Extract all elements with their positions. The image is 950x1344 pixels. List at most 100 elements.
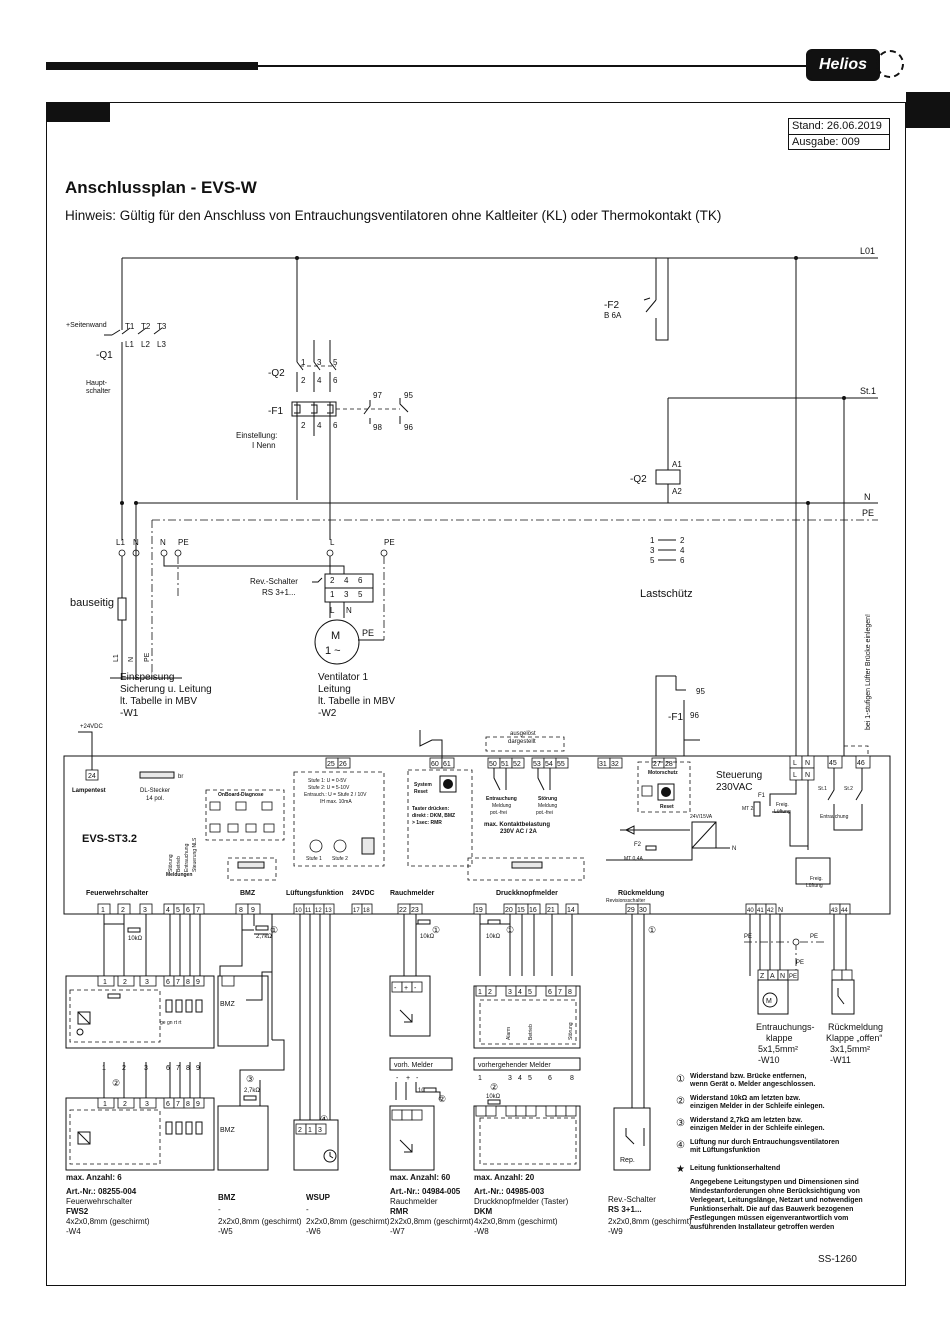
- svg-text:5: 5: [358, 590, 363, 599]
- svg-text:PE: PE: [744, 934, 752, 940]
- svg-text:RMR: RMR: [390, 1207, 408, 1216]
- f2-rating: B 6A: [604, 311, 622, 320]
- rail-n-label: N: [864, 492, 871, 502]
- svg-text:L: L: [330, 606, 335, 615]
- svg-text:max. Anzahl: 60: max. Anzahl: 60: [390, 1173, 451, 1182]
- svg-text:max. Anzahl: 20: max. Anzahl: 20: [474, 1173, 535, 1182]
- svg-text:96: 96: [404, 423, 413, 432]
- svg-text:BMZ: BMZ: [240, 890, 256, 897]
- svg-text:24: 24: [88, 773, 96, 780]
- bmz-device: BMZ BMZ ③ 2,7kΩ: [217, 971, 285, 1171]
- svg-text:Art.-Nr.: 04985-003: Art.-Nr.: 04985-003: [474, 1187, 545, 1196]
- svg-text:ge gn rt rt: ge gn rt rt: [160, 1020, 182, 1026]
- svg-text:Alarm: Alarm: [506, 1027, 512, 1040]
- svg-text:10kΩ: 10kΩ: [486, 1094, 501, 1100]
- bauseitig: bauseitig: [70, 597, 114, 609]
- svg-text:Stufe 2: U = 5-10V: Stufe 2: U = 5-10V: [308, 785, 350, 791]
- svg-text:1: 1: [650, 536, 655, 545]
- svg-text:2: 2: [680, 536, 685, 545]
- svg-text:①: ①: [270, 925, 278, 935]
- svg-text:1: 1: [103, 1101, 107, 1108]
- svg-text:25: 25: [327, 761, 335, 768]
- q2-coil: A1 A2 -Q2: [630, 398, 682, 503]
- svg-text:dargestellt: dargestellt: [508, 739, 536, 745]
- svg-text:Meldung: Meldung: [538, 803, 557, 809]
- svg-text:9: 9: [251, 907, 255, 914]
- svg-text:N: N: [805, 772, 810, 779]
- svg-text:4x2x0,8mm (geschirmt): 4x2x0,8mm (geschirmt): [474, 1217, 558, 1226]
- svg-text:PE: PE: [178, 538, 189, 547]
- svg-text:-W4: -W4: [66, 1227, 81, 1236]
- svg-text:46: 46: [857, 760, 865, 767]
- svg-text:-W6: -W6: [306, 1227, 321, 1236]
- svg-text:230VAC: 230VAC: [716, 782, 753, 793]
- svg-text:10kΩ: 10kΩ: [128, 936, 143, 942]
- svg-text:1: 1: [103, 979, 107, 986]
- f1-overload: -F1 2 4 6 97 95 98 96 Einstellung: I Nen…: [236, 391, 413, 540]
- side-tab: [906, 92, 950, 128]
- svg-text:Lüftung: Lüftung: [774, 809, 791, 815]
- svg-text:44: 44: [841, 908, 848, 914]
- svg-text:N: N: [778, 907, 783, 914]
- svg-text:Reset: Reset: [414, 789, 428, 795]
- svg-text:-W5: -W5: [218, 1227, 233, 1236]
- svg-text:1: 1: [102, 1065, 106, 1072]
- svg-text:-: -: [306, 1205, 309, 1214]
- svg-text:Rauchmelder: Rauchmelder: [390, 890, 435, 897]
- svg-text:System: System: [414, 782, 432, 788]
- svg-text:10kΩ: 10kΩ: [420, 934, 435, 940]
- svg-text:51: 51: [501, 761, 509, 768]
- svg-text:+24VDC: +24VDC: [80, 724, 104, 730]
- svg-text:Betrieb: Betrieb: [528, 1024, 534, 1040]
- svg-text:mit Lüftungsfunktion: mit Lüftungsfunktion: [690, 1147, 760, 1154]
- svg-text:pot.-frei: pot.-frei: [536, 810, 553, 816]
- svg-text:+: +: [404, 985, 408, 992]
- svg-text:①: ①: [432, 925, 440, 935]
- svg-text:Mindestanforderungen ohne Berü: Mindestanforderungen ohne Berücksichtigu…: [690, 1188, 860, 1195]
- svg-text:4: 4: [317, 421, 322, 430]
- svg-text:Lampentest: Lampentest: [72, 788, 106, 794]
- svg-text:OnBoard-Diagnose: OnBoard-Diagnose: [218, 792, 264, 798]
- svg-text:wenn Gerät o. Melder angeschlo: wenn Gerät o. Melder angeschlossen.: [689, 1081, 815, 1088]
- svg-text:Entrauchungs-: Entrauchungs-: [756, 1022, 815, 1032]
- svg-text:4: 4: [317, 376, 322, 385]
- svg-text:-W8: -W8: [474, 1227, 489, 1236]
- svg-text:2x2x0,8mm (geschirmt): 2x2x0,8mm (geschirmt): [390, 1217, 474, 1226]
- svg-text:④: ④: [320, 1114, 328, 1124]
- svg-text:DKM: DKM: [474, 1207, 493, 1216]
- svg-text:2: 2: [122, 1065, 126, 1072]
- svg-text:5: 5: [528, 989, 532, 996]
- svg-text:50: 50: [489, 761, 497, 768]
- stand-box: Stand: 26.06.2019 Ausgabe: 009: [788, 118, 890, 150]
- svg-text:②: ②: [438, 1094, 446, 1104]
- svg-text:Druckknopfmelder (Taster): Druckknopfmelder (Taster): [474, 1197, 569, 1206]
- svg-text:Störung: Störung: [568, 1022, 574, 1040]
- svg-text:1: 1: [101, 907, 105, 914]
- svg-text:3: 3: [145, 979, 149, 986]
- svg-text:Rev.-Schalter: Rev.-Schalter: [608, 1195, 656, 1204]
- svg-text:BMZ: BMZ: [220, 1127, 236, 1134]
- svg-text:Entrauch.: U = Stufe 2 / 10V: Entrauch.: U = Stufe 2 / 10V: [304, 792, 367, 798]
- board-name: EVS-ST3.2: [82, 833, 137, 845]
- svg-text:20: 20: [505, 907, 513, 914]
- svg-text:N: N: [732, 846, 736, 852]
- svg-text:1: 1: [478, 989, 482, 996]
- svg-text:2: 2: [488, 989, 492, 996]
- evs-board: [63, 755, 891, 915]
- svg-text:Freig.: Freig.: [810, 876, 823, 882]
- svg-text:L1: L1: [113, 654, 120, 662]
- svg-text:13: 13: [325, 908, 332, 914]
- svg-text:Stufe 2: Stufe 2: [332, 856, 348, 862]
- f2-id: -F2: [604, 300, 619, 311]
- svg-text:8: 8: [239, 907, 243, 914]
- svg-text:2x2x0,8mm (geschirmt): 2x2x0,8mm (geschirmt): [608, 1217, 692, 1226]
- svg-text:Festlegungen müssen eigenveran: Festlegungen müssen eigenverantwortlich …: [690, 1215, 848, 1222]
- svg-text:Freig.: Freig.: [776, 802, 789, 808]
- svg-text:A1: A1: [672, 460, 682, 469]
- q1-haupt2: schalter: [86, 388, 111, 395]
- svg-text:pot.-frei: pot.-frei: [490, 810, 507, 816]
- svg-text:3: 3: [508, 1075, 512, 1082]
- top-terminals: +24VDC 24 Lampentest br DL-Stecker 14 po…: [72, 724, 871, 889]
